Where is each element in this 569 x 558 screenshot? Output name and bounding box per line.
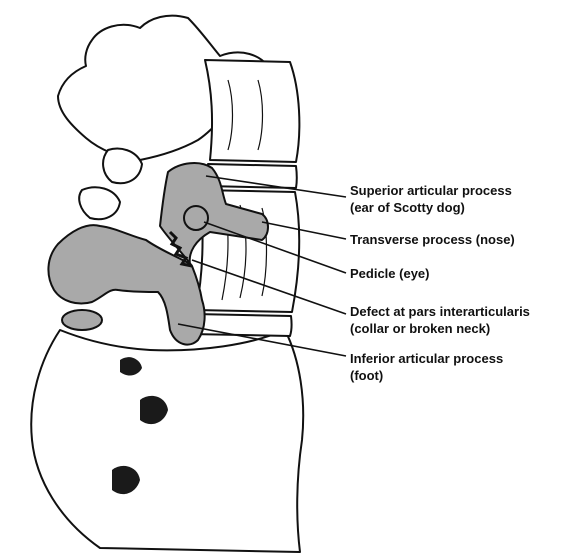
label-defect-line2: (collar or broken neck) [350, 320, 530, 337]
label-transverse-process: Transverse process (nose) [350, 231, 515, 248]
label-pedicle: Pedicle (eye) [350, 265, 430, 282]
label-defect-pars: Defect at pars interarticularis (collar … [350, 303, 530, 337]
pedicle-eye [184, 206, 208, 230]
label-inferior-articular-process: Inferior articular process (foot) [350, 350, 503, 384]
vertebral-body-upper [205, 60, 299, 162]
label-superior-line1: Superior articular process [350, 182, 512, 199]
sacrum-outline [31, 330, 303, 552]
label-inferior-line1: Inferior articular process [350, 350, 503, 367]
label-inferior-line2: (foot) [350, 367, 503, 384]
label-transverse-line1: Transverse process (nose) [350, 231, 515, 248]
label-superior-line2: (ear of Scotty dog) [350, 199, 512, 216]
label-defect-line1: Defect at pars interarticularis [350, 303, 530, 320]
hatched-disc [62, 310, 102, 330]
label-pedicle-line1: Pedicle (eye) [350, 265, 430, 282]
left-bone-fragment-2 [79, 187, 120, 219]
label-superior-articular-process: Superior articular process (ear of Scott… [350, 182, 512, 216]
